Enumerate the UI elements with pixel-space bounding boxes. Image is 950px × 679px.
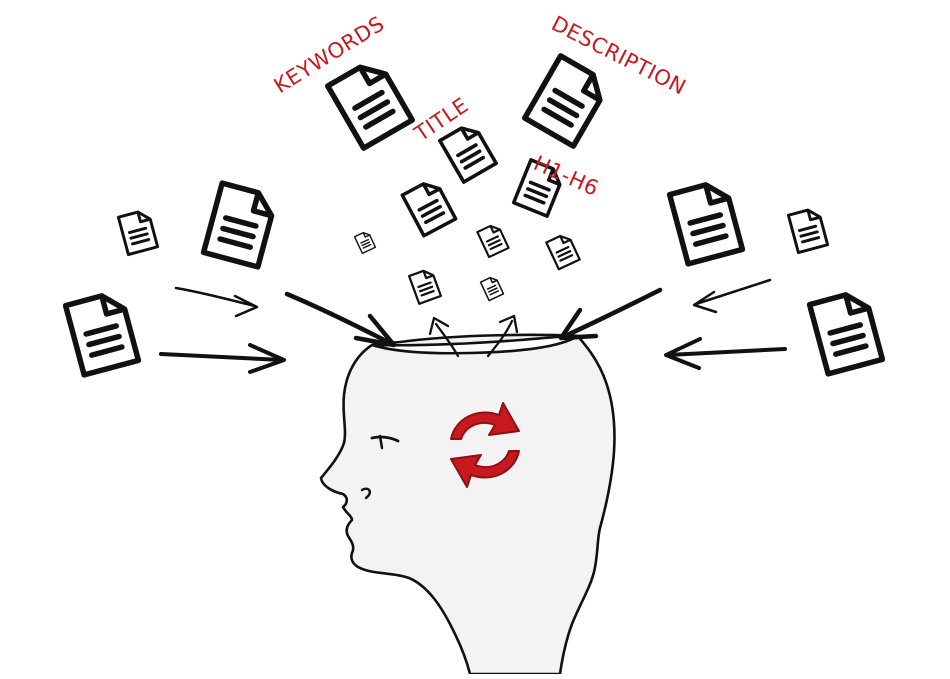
document-icon xyxy=(810,290,883,374)
arrow-icon xyxy=(692,278,772,314)
arrow-icon xyxy=(174,286,259,318)
arrow-icon xyxy=(558,287,663,341)
document-icon xyxy=(545,231,581,271)
document-icon xyxy=(353,229,377,255)
document-icon xyxy=(328,58,413,148)
nostril xyxy=(360,487,372,500)
arrow-icon xyxy=(284,291,397,348)
eye xyxy=(370,435,400,443)
arrow-icon xyxy=(159,343,286,374)
document-icon xyxy=(400,176,458,238)
arrow-icon xyxy=(428,316,460,358)
document-icon xyxy=(786,205,830,255)
document-icon xyxy=(476,221,510,259)
document-icon xyxy=(525,56,610,146)
head-fill xyxy=(319,333,616,676)
arrow-icon xyxy=(664,337,787,370)
document-icon xyxy=(116,207,160,257)
document-icon xyxy=(670,180,743,264)
document-icon xyxy=(408,267,442,305)
document-icon xyxy=(204,183,277,267)
arrow-icon xyxy=(486,314,519,358)
document-icon xyxy=(479,274,505,302)
document-icon xyxy=(438,120,498,184)
document-icon xyxy=(66,291,139,375)
refresh-icon xyxy=(450,402,520,488)
